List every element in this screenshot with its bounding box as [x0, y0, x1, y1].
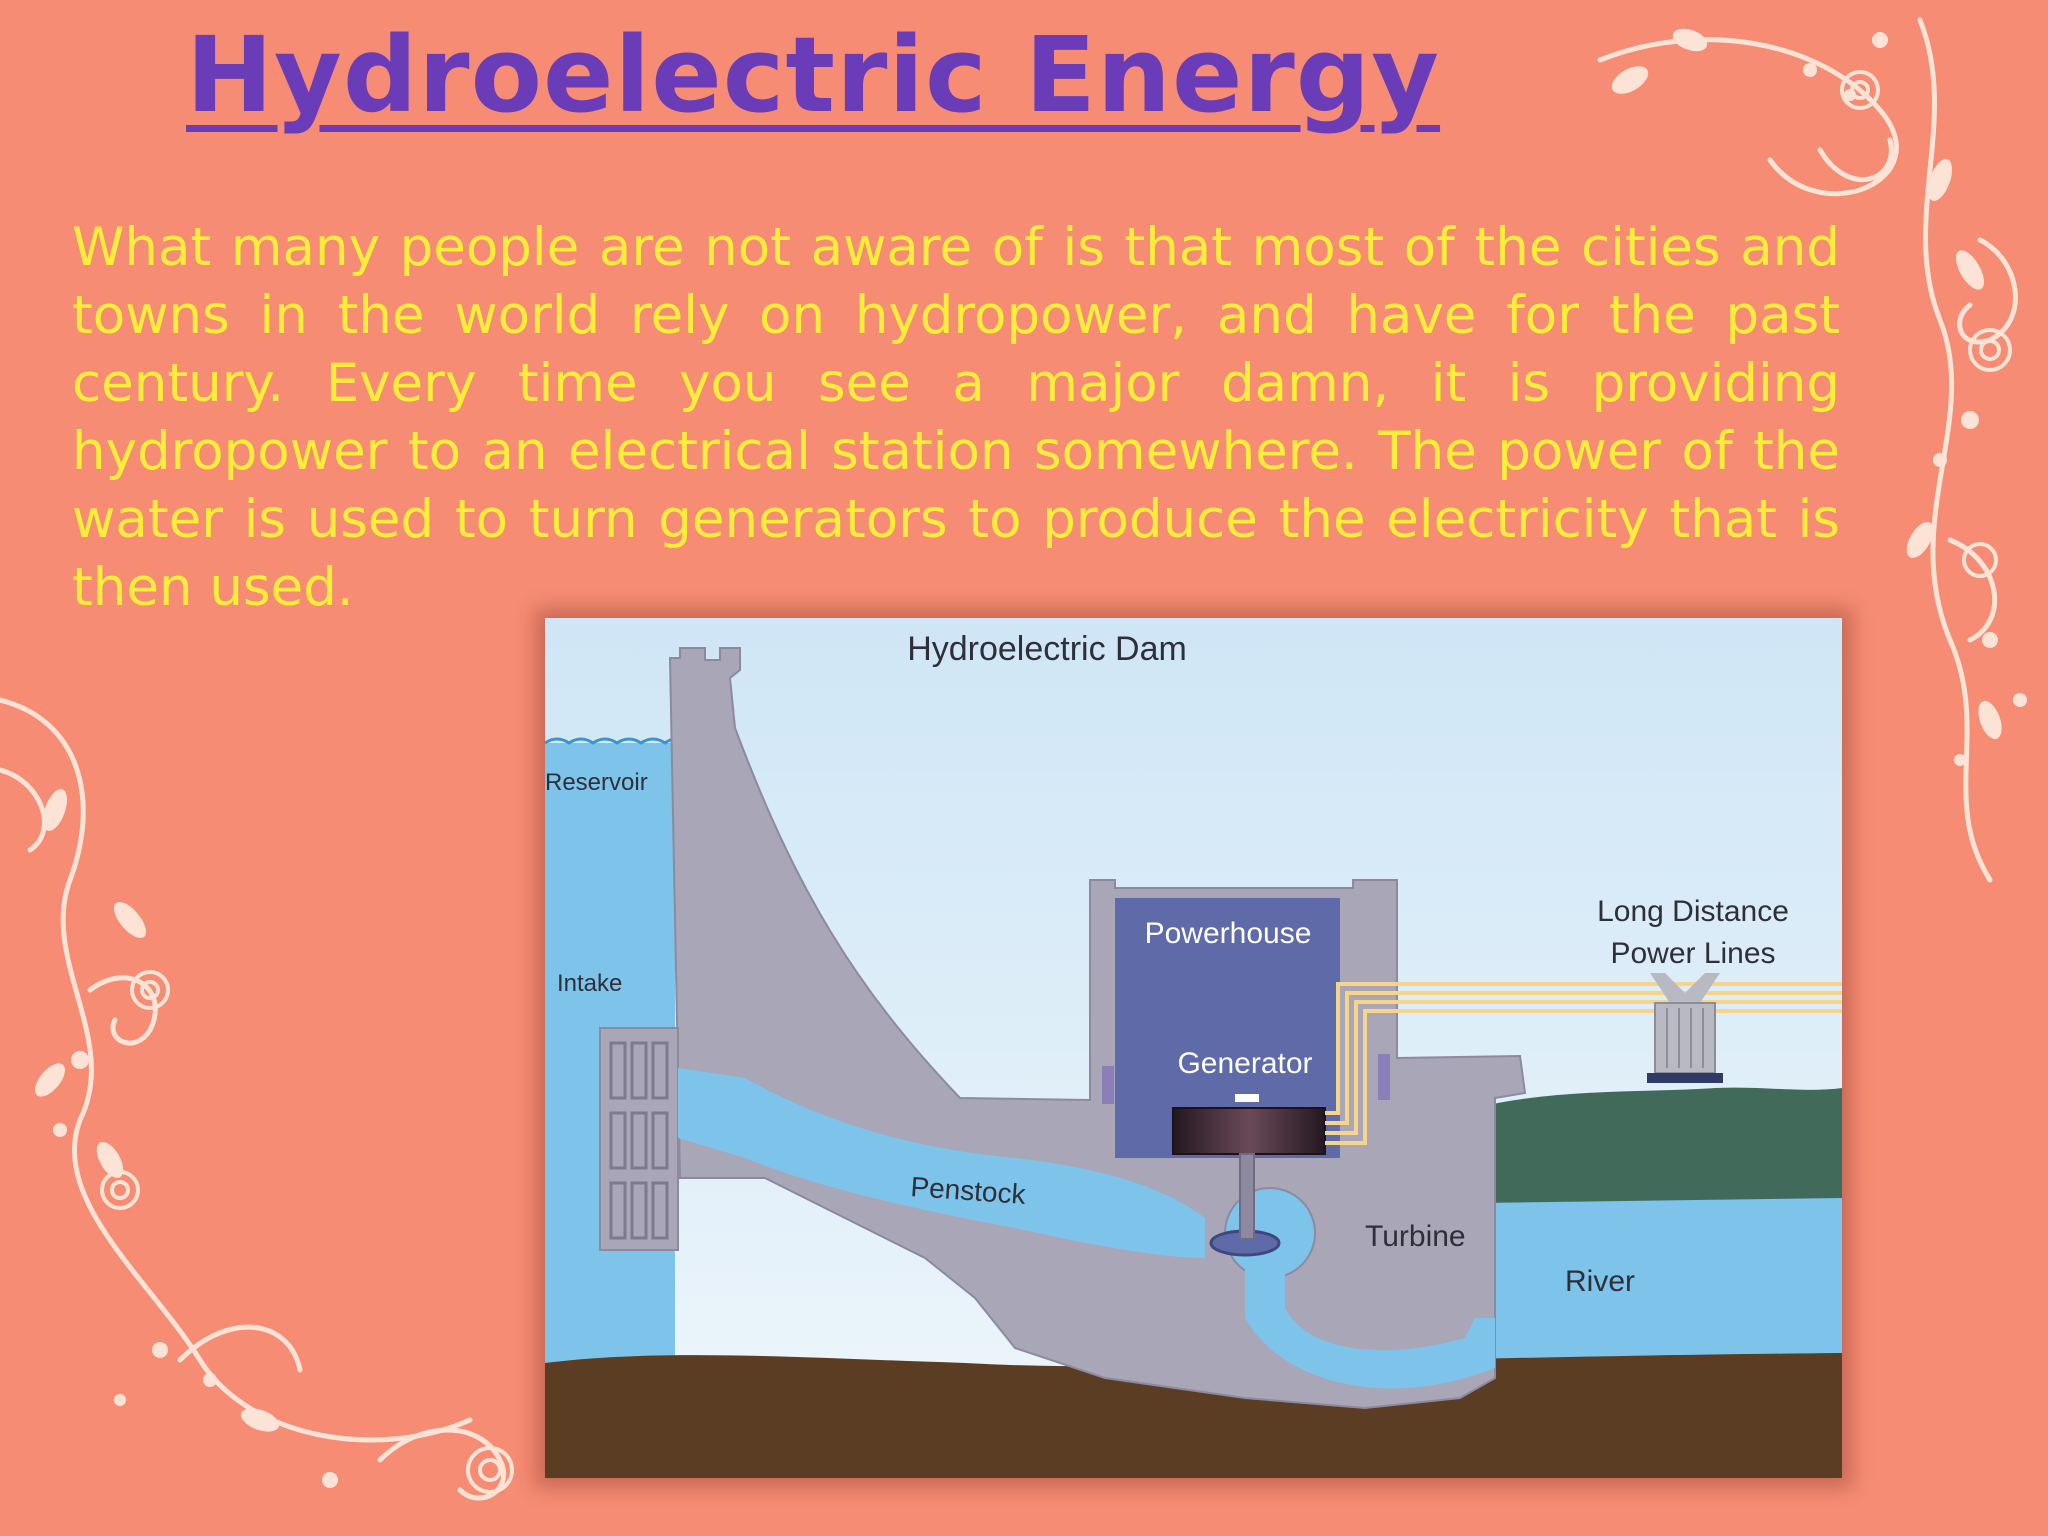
powerhouse-label: Powerhouse [1145, 917, 1312, 950]
reservoir-waves [545, 737, 677, 745]
ground [545, 1353, 1842, 1478]
diagram-title: Hydroelectric Dam [907, 630, 1187, 668]
powerhouse-vent-right [1378, 1054, 1390, 1100]
floral-swirl-decoration-right [1597, 17, 2027, 883]
intake-tower [599, 1027, 679, 1251]
floral-swirl-decoration-left [0, 697, 514, 1501]
generator-label: Generator [1177, 1047, 1312, 1080]
power-lines-label-line1: Long Distance [1597, 895, 1789, 928]
river-bank-hill [1475, 1087, 1842, 1203]
hydroelectric-dam-diagram: Hydroelectric Dam Reservoir Intake Power… [545, 618, 1842, 1478]
reservoir-label: Reservoir [545, 769, 648, 796]
generator-icon [1172, 1107, 1326, 1155]
power-lines-label-line2: Power Lines [1610, 937, 1775, 970]
slide-title: Hydroelectric Energy [186, 14, 1441, 136]
river-label: River [1565, 1265, 1635, 1298]
penstock-channel [678, 1068, 1205, 1258]
turbine-shaft [1239, 1153, 1255, 1240]
slide-body-paragraph: What many people are not aware of is tha… [72, 217, 1840, 618]
generator-indicator [1235, 1094, 1259, 1102]
draft-tube [1245, 1258, 1495, 1389]
transformer-tower-icon [1647, 973, 1723, 1083]
powerhouse-vent-left [1102, 1066, 1114, 1104]
dam-diagram-canvas: Hydroelectric Dam Reservoir Intake Power… [545, 618, 1842, 1478]
intake-grates [609, 1041, 669, 1240]
power-lines [1325, 982, 1842, 1145]
turbine-label: Turbine [1365, 1220, 1466, 1253]
intake-label: Intake [557, 970, 622, 997]
